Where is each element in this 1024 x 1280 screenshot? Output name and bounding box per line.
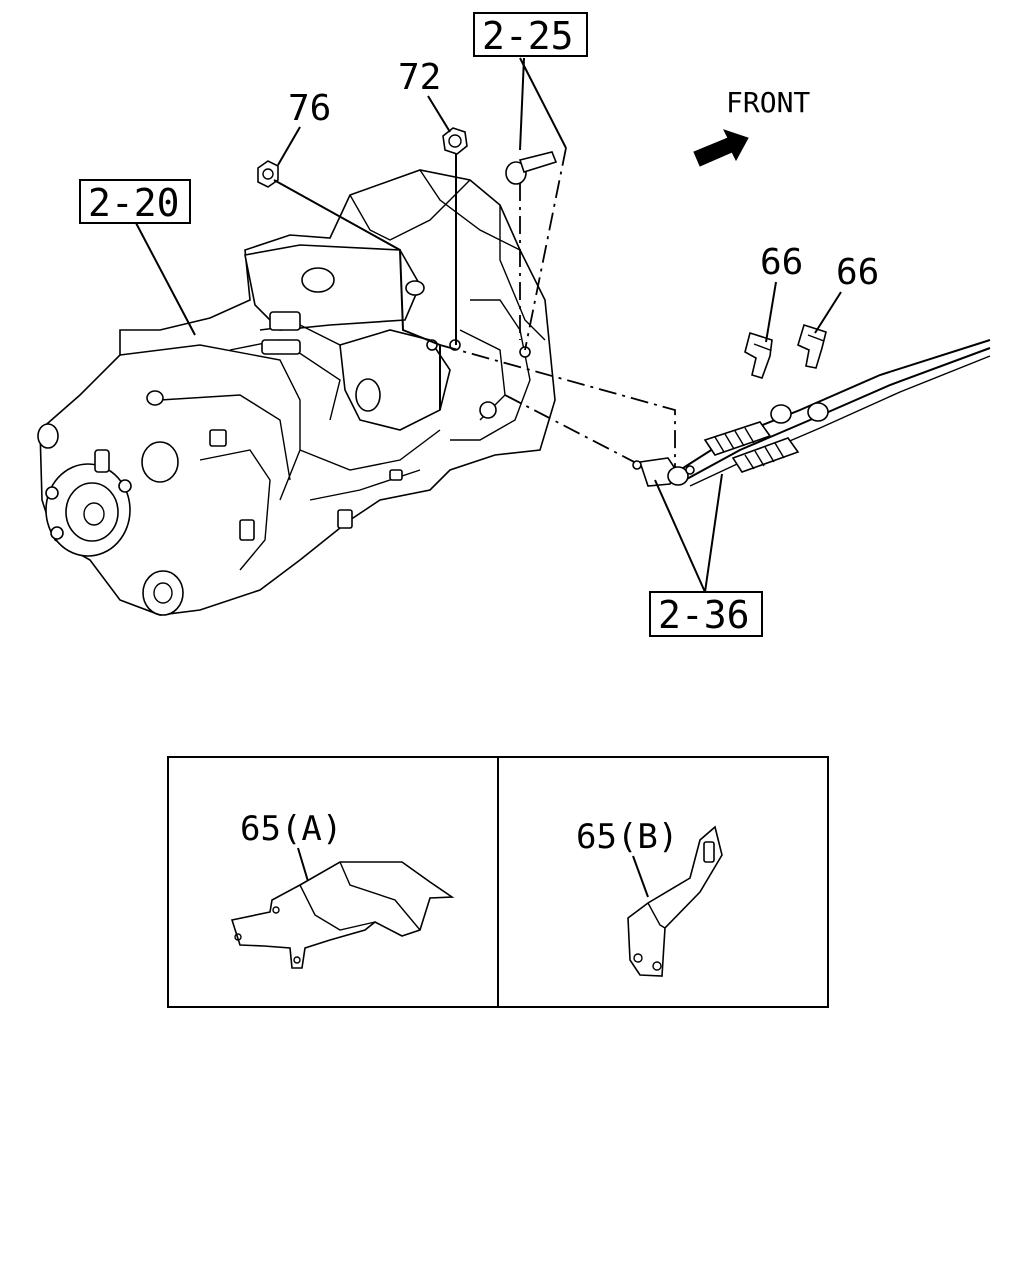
ref-box-2-36[interactable]: 2-36	[649, 591, 763, 637]
svg-text:2-25: 2-25	[482, 14, 574, 58]
clip-66-left	[744, 281, 777, 379]
callout-66-left: 66	[760, 242, 803, 283]
callout-66-right: 66	[836, 252, 879, 293]
front-label: FRONT	[726, 86, 810, 119]
clip-66-right	[797, 291, 842, 369]
label-65b: 65(B)	[576, 817, 678, 857]
svg-text:2-20: 2-20	[88, 181, 180, 225]
ref-box-2-20[interactable]: 2-20	[79, 179, 191, 225]
callout-76: 76	[288, 88, 331, 129]
callout-72: 72	[398, 57, 441, 98]
shift-cable-assembly	[632, 339, 991, 593]
ref-box-2-25[interactable]: 2-25	[473, 12, 588, 58]
nut-72	[442, 127, 468, 155]
bolt-2-25	[505, 151, 558, 185]
label-65a: 65(A)	[240, 809, 342, 849]
assembly-lines	[273, 57, 676, 470]
detail-panel	[167, 756, 829, 1008]
bracket-65a: 65(A)	[230, 809, 455, 969]
transmission-assembly	[37, 169, 556, 616]
nut-76	[257, 160, 279, 188]
bracket-65b: 65(B)	[576, 817, 723, 977]
front-arrow-icon	[693, 129, 749, 167]
svg-text:2-36: 2-36	[658, 593, 750, 637]
